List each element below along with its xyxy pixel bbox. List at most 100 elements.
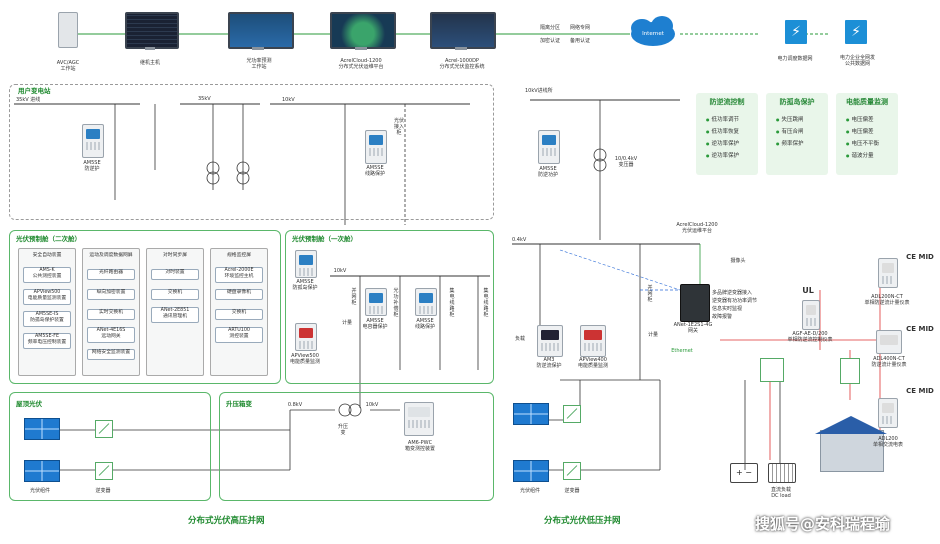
grid-cab-label: 并网柜 bbox=[647, 285, 653, 303]
lv-bus-label: 10kV进线所 bbox=[525, 88, 553, 94]
secondary-cabin-panel bbox=[9, 230, 281, 384]
rack-2: 运动及调度数据网屏 光纤路由器 纵向加密装置 实时交换机 ANet-4E16S … bbox=[82, 248, 140, 376]
lv-bus04-label: 0.4kV bbox=[512, 237, 527, 243]
func-box-3: 电能质量监测 电压偏差 电压偏差 电压不平衡 谐波分量 bbox=[836, 93, 898, 175]
grid-company-label: 电力企业全网发 公共数据网 bbox=[839, 55, 875, 67]
hv-footer: 分布式光伏高压并网 bbox=[188, 516, 265, 526]
adl200n-label: ADL200N-CT 单相防逆流计量仪表 bbox=[864, 294, 910, 306]
ce-mark-3: CE MID bbox=[906, 387, 934, 395]
rooftop-panel bbox=[9, 392, 211, 501]
monitor-3 bbox=[330, 12, 396, 49]
am5se-device-5 bbox=[415, 288, 437, 316]
boost-panel bbox=[219, 392, 494, 501]
lightning-icon: ⚡ bbox=[845, 20, 867, 44]
network-label: 网络专网 bbox=[569, 25, 590, 31]
encrypt-label: 加密认证 bbox=[539, 38, 560, 44]
gateway-label: ANet-1E2S1-4G 网关 bbox=[673, 322, 713, 334]
monitor-2 bbox=[228, 12, 294, 49]
lv-pv-array-2 bbox=[513, 460, 549, 482]
lv-pv-array-1 bbox=[513, 403, 549, 425]
watermark: 搜狐号@安科瑞程瑜 bbox=[755, 515, 891, 533]
lv-inverter-1 bbox=[563, 405, 581, 423]
camera-label: 摄像头 bbox=[730, 258, 746, 264]
monitor-2-label: 光功率预测 工作站 bbox=[246, 58, 272, 70]
lv-am5se-device bbox=[538, 130, 560, 164]
am5se-device-2 bbox=[365, 130, 387, 164]
adl200-label: ADL200 单相交流电表 bbox=[872, 436, 903, 448]
pv-array-1 bbox=[24, 418, 60, 440]
tower-icon: ⚡ bbox=[785, 20, 807, 44]
am5se-5-label: AM5SE 线路保护 bbox=[414, 318, 435, 330]
internet-label: Internet bbox=[642, 31, 664, 37]
zone-label: 隔离分区 bbox=[539, 25, 560, 31]
dc-load-label: 直流负载 DC load bbox=[770, 487, 791, 499]
adl200-device bbox=[878, 398, 898, 428]
gw-feat-2: 逆变器有功功率调节 bbox=[712, 298, 758, 304]
ul-mark: UL bbox=[802, 286, 814, 295]
am5se-2-label: AM5SE 线路保护 bbox=[364, 165, 385, 177]
apview-label: APView500 电能质量监测 bbox=[289, 353, 320, 365]
bus-35kv-label: 35kV 进线 bbox=[16, 97, 41, 103]
func-box-1: 防逆流控制 低功率调节 低功率恢复 逆功率保护 逆功率保护 bbox=[696, 93, 758, 175]
monitor-4-label: Acrel-1000DP 分布式光伏监控系统 bbox=[439, 58, 485, 70]
dc-load-icon bbox=[768, 463, 796, 483]
am5se-1-label: AM5SE 防逆护 bbox=[83, 160, 101, 172]
lv-inverter-label: 逆变器 bbox=[564, 488, 580, 494]
ethernet-label: Ethernet bbox=[671, 348, 693, 354]
monitor-1 bbox=[125, 12, 179, 49]
am5se-4-label: AM5SE 电容器保护 bbox=[362, 318, 388, 330]
lv-am5se-label: AM5SE 防逆功护 bbox=[537, 166, 558, 178]
agf-label: AGF-AE-D/200 单相防逆流控制仪表 bbox=[787, 331, 833, 343]
bus-35kv-b-label: 35kV bbox=[198, 96, 211, 102]
load-label: 负载 bbox=[514, 336, 525, 342]
func-box-2: 防孤岛保护 失压跳闸 有压合闸 频率保护 bbox=[766, 93, 828, 175]
cabinet-2-label: 光功补偿柜 bbox=[393, 288, 399, 318]
gw-feat-1: 多品牌逆变器接入 bbox=[712, 290, 753, 296]
apview400-label: APView400 电能质量监测 bbox=[577, 357, 608, 369]
agf-device bbox=[802, 300, 820, 330]
adl200n-device bbox=[878, 258, 898, 288]
substation-panel bbox=[9, 84, 494, 220]
am3-device bbox=[537, 325, 563, 357]
apview500-device bbox=[295, 323, 317, 351]
gateway-device bbox=[680, 284, 710, 322]
am3-label: AM3 防逆流保护 bbox=[536, 357, 562, 369]
ce-mark-1: CE MID bbox=[906, 253, 934, 261]
cabinet-3-label: 集电线路柜 bbox=[449, 288, 455, 318]
boost-title: 升压箱变 bbox=[226, 400, 252, 408]
substation-title: 用户变电站 bbox=[18, 87, 51, 95]
rack-3: 对时同步屏 对时装置 交换机 ANet-2E851 通讯管理机 bbox=[146, 248, 204, 376]
pv-access-label: 光伏接入柜 bbox=[394, 118, 405, 136]
secondary-cabin-title: 光伏预制舱（二次舱） bbox=[16, 235, 81, 243]
lv-cloud-label: AcrelCloud-1200 光伏运维平台 bbox=[676, 222, 718, 234]
lv-meter-label: 计量 bbox=[647, 332, 658, 338]
kv10b-label: 10kV bbox=[365, 402, 379, 408]
inverter-2 bbox=[95, 462, 113, 480]
lv-footer: 分布式光伏低压并网 bbox=[544, 516, 621, 526]
am6-device bbox=[404, 402, 434, 436]
rooftop-title: 屋顶光伏 bbox=[16, 400, 42, 408]
am5se-3-label: AM5SE 防孤岛保护 bbox=[292, 279, 318, 291]
gw-feat-4: 故障报警 bbox=[712, 314, 733, 320]
ce-mark-2: CE MID bbox=[906, 325, 934, 333]
inverter-box bbox=[760, 358, 784, 382]
rack-1: 安全自动装置 AMS-K 公共测控装置 APView500 电能质量监测装置 A… bbox=[18, 248, 76, 376]
am5se-device-1 bbox=[82, 124, 104, 158]
apview400-device bbox=[580, 325, 606, 357]
lv-inverter-2 bbox=[563, 462, 581, 480]
lv-transformer-label: 10/0.4kV 变压器 bbox=[614, 156, 638, 168]
gw-feat-3: 信息实时监视 bbox=[712, 306, 743, 312]
rooftop-pv-label: 光伏组件 bbox=[29, 488, 50, 494]
battery-icon: + − bbox=[730, 463, 758, 483]
monitor-4 bbox=[430, 12, 496, 49]
monitor-3-label: AcrelCloud-1200 分布式光伏运维平台 bbox=[338, 58, 384, 70]
pv-array-2 bbox=[24, 460, 60, 482]
bus-10kv-label: 10kV bbox=[282, 97, 295, 103]
am6-label: AM6-PWC 箱变测控装置 bbox=[404, 440, 435, 452]
rack-4: 规格监控屏 Acrel-2000E 环境监控主机 硬盘录像机 交换机 ARTU1… bbox=[210, 248, 268, 376]
lv-pv-label: 光伏组件 bbox=[519, 488, 540, 494]
agc-computer bbox=[58, 12, 78, 48]
inverter-1 bbox=[95, 420, 113, 438]
auth-label: 备用认证 bbox=[569, 38, 590, 44]
